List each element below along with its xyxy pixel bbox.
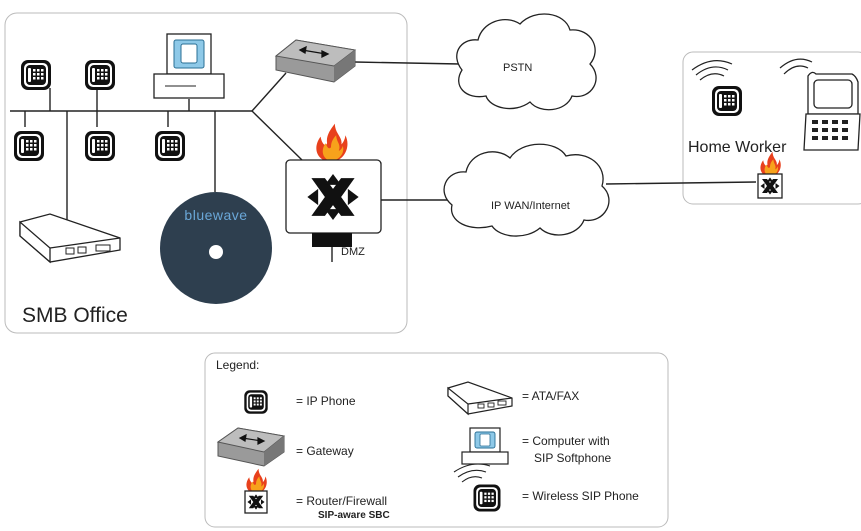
legend-router-firewall-icon [244,468,268,514]
ata-fax-icon [19,213,121,264]
ip-phone-icon [155,131,185,161]
ip-phone-icon [21,60,51,90]
home-worker-title: Home Worker [688,139,787,156]
legend-computer-label: = Computer with [522,434,610,448]
legend-wireless-phone-icon [453,463,501,512]
legend-ip-phone-icon [244,390,268,414]
legend-boundary [204,352,669,528]
network-links [10,61,757,262]
office-title: SMB Office [22,304,128,327]
wan-label: IP WAN/Internet [491,200,570,212]
wan-cloud [443,143,610,237]
legend-gateway-label: = Gateway [296,444,354,458]
home-router-firewall-icon [757,151,783,199]
laptop-icon [779,58,861,151]
router-firewall-icon [285,123,382,247]
gateway-icon [274,39,357,83]
dmz-label: DMZ [341,246,365,258]
pstn-cloud [456,13,597,111]
legend-wireless-label: = Wireless SIP Phone [522,489,639,503]
ip-phone-icon [85,60,115,90]
legend-router-label: = Router/Firewall [296,494,388,508]
legend-ata-label: = ATA/FAX [522,389,580,403]
wireless-sip-phone-icon [691,60,742,116]
ip-phone-icon [14,131,44,161]
bluewave-server-disc [160,192,272,304]
legend-computer-sublabel: SIP Softphone [534,451,612,465]
legend-gateway-icon [216,427,286,467]
legend-ata-fax-icon [447,381,513,416]
bluewave-brand-label: bluewave [184,207,248,223]
pstn-label: PSTN [503,62,533,74]
legend-title: Legend: [216,358,260,372]
ip-phone-icon [85,131,115,161]
legend-router-sublabel: SIP-aware SBC [318,510,390,521]
home-boundary [682,51,861,205]
office-boundary [4,12,408,334]
computer-softphone-icon [153,33,225,99]
legend-computer-icon [461,427,509,465]
legend-ip-phone-label: = IP Phone [296,394,356,408]
